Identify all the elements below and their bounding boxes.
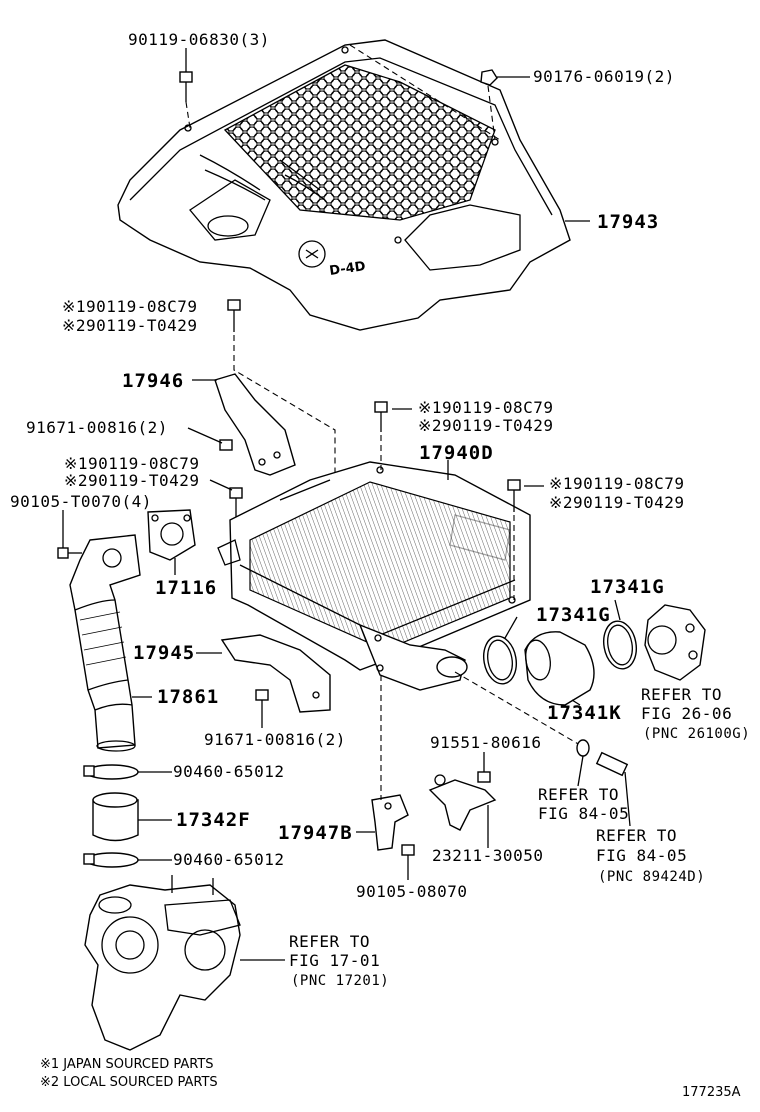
label-bolt2-b: ※290119-T0429 xyxy=(64,471,200,490)
clamp-90460-b xyxy=(83,852,139,868)
label-refer-84-05-a2: FIG 84-05 xyxy=(538,804,630,823)
note-local-sourced: ※2 LOCAL SOURCED PARTS xyxy=(40,1075,218,1090)
label-17861: 17861 xyxy=(157,686,220,708)
label-91551-80616: 91551-80616 xyxy=(430,733,542,752)
bolt-90119-08c79-b xyxy=(229,487,243,518)
label-bolt4-b: ※290119-T0429 xyxy=(549,493,685,512)
turbocharger xyxy=(84,875,241,1051)
clamp-17341g-right xyxy=(603,620,637,670)
label-17342f: 17342F xyxy=(176,809,251,831)
nut-91671-top xyxy=(219,439,233,451)
label-refer-84-05-b3: (PNC 89424D) xyxy=(598,869,706,885)
cover-logo: D-4D xyxy=(328,259,366,279)
bolt-90105-t0070 xyxy=(57,547,82,559)
label-17947b: 17947B xyxy=(278,822,353,844)
bolt-90105-08070 xyxy=(401,844,415,856)
label-17341g-right: 17341G xyxy=(590,576,665,598)
label-refer-17-01-a: REFER TO xyxy=(289,932,371,951)
engine-cover: D-4D xyxy=(117,39,571,331)
label-90105-08070: 90105-08070 xyxy=(356,882,468,901)
bolt-90119-08c79-a xyxy=(227,299,241,332)
label-90119-06830: 90119-06830(3) xyxy=(128,30,270,49)
label-17940d: 17940D xyxy=(419,442,494,464)
label-91671-top: 91671-00816(2) xyxy=(26,418,168,437)
label-bolt3-a: ※190119-08C79 xyxy=(418,398,554,417)
label-refer-17-01-b: FIG 17-01 xyxy=(289,951,381,970)
label-17943: 17943 xyxy=(597,211,660,233)
figure-id: 177235A xyxy=(682,1085,741,1100)
label-23211-30050: 23211-30050 xyxy=(432,846,544,865)
label-bolt1-b: ※290119-T0429 xyxy=(62,316,198,335)
gasket-17116 xyxy=(147,509,196,561)
clamp-17341g-left xyxy=(483,635,517,685)
nut-91671-bottom xyxy=(255,689,269,728)
nut-90176-06019 xyxy=(480,69,498,86)
intercooler-17940d xyxy=(217,461,531,691)
throttle-body xyxy=(644,604,706,681)
label-refer-84-05-b2: FIG 84-05 xyxy=(596,846,688,865)
label-17116: 17116 xyxy=(155,577,218,599)
label-17341k: 17341K xyxy=(547,702,622,724)
label-bolt4-a: ※190119-08C79 xyxy=(549,474,685,493)
label-90176-06019: 90176-06019(2) xyxy=(533,67,675,86)
label-bolt2-a: ※190119-08C79 xyxy=(64,454,200,473)
label-refer-84-05-a1: REFER TO xyxy=(538,785,620,804)
note-japan-sourced: ※1 JAPAN SOURCED PARTS xyxy=(40,1057,214,1072)
label-refer-26-06-a: REFER TO xyxy=(641,685,723,704)
label-refer-26-06-b: FIG 26-06 xyxy=(641,704,733,723)
label-90105-t0070: 90105-T0070(4) xyxy=(10,492,152,511)
clamp-90460-a xyxy=(83,764,139,780)
sensor-89424d xyxy=(595,751,629,777)
bracket-17945 xyxy=(220,634,331,713)
bolt-90119-08c79-d xyxy=(507,479,521,512)
bolt-90119-06830 xyxy=(179,71,193,102)
bolt-91551-80616 xyxy=(477,771,491,783)
label-17341g-left: 17341G xyxy=(536,604,611,626)
label-refer-84-05-b1: REFER TO xyxy=(596,826,678,845)
label-17945: 17945 xyxy=(133,642,196,664)
bracket-23211-30050 xyxy=(428,774,497,831)
label-bolt1-a: ※190119-08C79 xyxy=(62,297,198,316)
hose-17341k xyxy=(524,631,595,706)
bracket-17947b xyxy=(371,794,409,851)
hose-17342f xyxy=(92,792,139,842)
label-bolt3-b: ※290119-T0429 xyxy=(418,416,554,435)
bolt-90119-08c79-c xyxy=(374,401,388,432)
bracket-17946 xyxy=(214,373,296,476)
label-17946: 17946 xyxy=(122,370,185,392)
label-90460-65012-a: 90460-65012 xyxy=(173,762,285,781)
label-refer-17-01-c: (PNC 17201) xyxy=(291,973,390,989)
label-90460-65012-b: 90460-65012 xyxy=(173,850,285,869)
pipe-17861 xyxy=(69,534,141,752)
gasket-ring-84 xyxy=(576,739,590,757)
label-91671-bottom: 91671-00816(2) xyxy=(204,730,346,749)
label-refer-26-06-c: (PNC 26100G) xyxy=(643,726,751,742)
